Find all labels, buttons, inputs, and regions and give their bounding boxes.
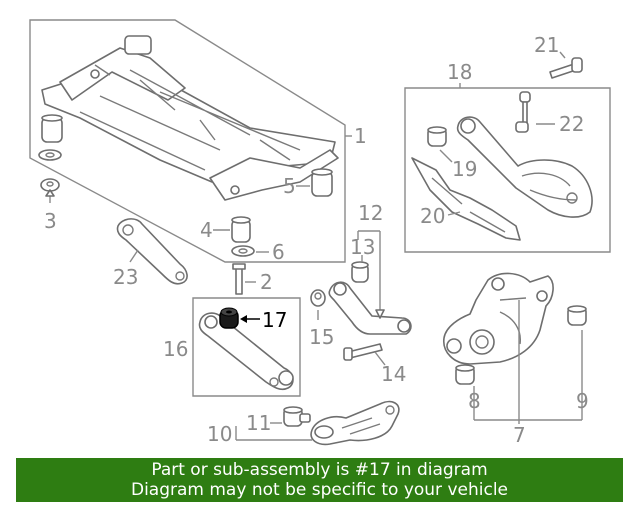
callout-21: 21 xyxy=(534,33,559,57)
footer-line-2: Diagram may not be specific to your vehi… xyxy=(130,480,508,500)
callout-13: 13 xyxy=(350,235,375,259)
callout-11: 11 xyxy=(246,411,271,435)
control-arm-group: 19 20 22 18 xyxy=(404,60,611,253)
part-17-bushing xyxy=(219,307,239,329)
upper-arm-group: 12 13 15 14 xyxy=(309,201,412,386)
callout-3: 3 xyxy=(44,209,57,233)
footer-line-1: Part or sub-assembly is #17 in diagram xyxy=(151,460,488,480)
callout-22: 22 xyxy=(559,112,584,136)
lower-arm-group: 17 16 xyxy=(163,297,301,397)
subframe-group: 1 xyxy=(29,19,367,263)
callout-8: 8 xyxy=(468,389,481,413)
callout-4: 4 xyxy=(200,218,213,242)
callout-14: 14 xyxy=(381,362,406,386)
callout-15: 15 xyxy=(309,325,334,349)
callout-10: 10 xyxy=(207,422,232,446)
footer-banner-bg xyxy=(16,458,623,502)
footer-banner: Part or sub-assembly is #17 in diagram D… xyxy=(16,458,623,502)
callout-17: 17 xyxy=(262,308,287,332)
callout-12: 12 xyxy=(358,201,383,225)
part-21-group: 21 xyxy=(534,33,583,79)
part-23-group: 23 xyxy=(113,218,188,289)
callout-19: 19 xyxy=(452,157,477,181)
callout-23: 23 xyxy=(113,265,138,289)
spring-arm-group: 11 10 xyxy=(207,400,400,446)
knuckle-group: 7 8 9 xyxy=(443,272,589,447)
callout-5: 5 xyxy=(283,174,296,198)
callout-7: 7 xyxy=(513,423,526,447)
part-2-group: 2 xyxy=(232,263,273,295)
callout-16: 16 xyxy=(163,337,188,361)
callout-6: 6 xyxy=(272,240,285,264)
subframe-art xyxy=(38,35,339,257)
callout-9: 9 xyxy=(576,389,589,413)
callout-2: 2 xyxy=(260,270,273,294)
callout-1: 1 xyxy=(354,124,367,148)
part-3-group: 3 xyxy=(40,178,60,233)
callout-18: 18 xyxy=(447,60,472,84)
callout-20: 20 xyxy=(420,204,445,228)
